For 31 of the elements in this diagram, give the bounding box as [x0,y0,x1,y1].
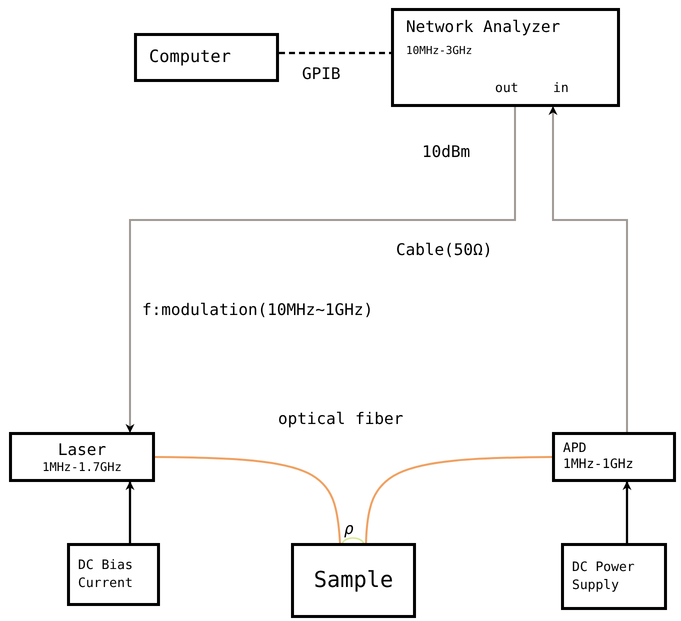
component-name: Sample [314,567,394,595]
component-box [561,543,667,610]
frequency-range: 10MHz-3GHz [406,43,472,59]
component-box [552,432,676,482]
arrow [548,106,628,432]
annotation-text: f:modulation(10MHz~1GHz) [142,299,374,321]
connector-line [154,456,341,544]
component-name: DC Power Supply [572,558,636,594]
annotation-text: Cable(50Ω) [396,239,492,261]
arrow [622,481,632,543]
port-label: in [553,80,569,98]
frequency-range: 1MHz-1.7GHz [42,460,122,474]
annotation-text: optical fiber [278,408,404,430]
arrow [126,481,134,543]
component-name: Laser [58,440,106,460]
component-box [291,543,416,618]
component-box [67,543,160,606]
component-name: Network Analyzer [406,16,560,38]
component-name: APD [563,440,586,457]
component-name: DC Bias Current [78,556,134,592]
component-box [9,432,155,482]
connector-line [365,456,552,544]
component-box [134,33,279,82]
arrow [126,107,516,433]
component-name: Computer [149,46,231,69]
component-box [391,8,620,107]
annotation-text: 10dBm [422,141,470,163]
port-label: out [495,80,518,98]
frequency-range: 1MHz-1GHz [563,457,634,474]
annotation-text: ρ [344,518,354,540]
connector-line [279,52,391,54]
